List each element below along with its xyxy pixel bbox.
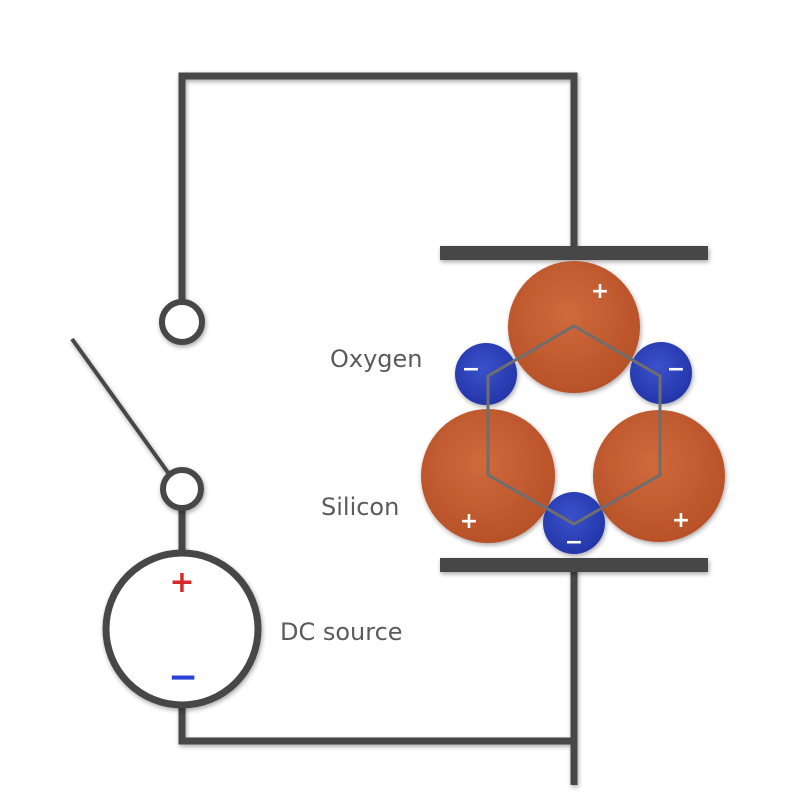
oxygen-bottom-minus: − (565, 530, 583, 555)
switch-bottom-terminal (160, 467, 204, 511)
dc-source-label: DC source (280, 618, 403, 646)
silicon-top-plus: + (591, 279, 609, 304)
dc-source-plus-sign: + (169, 565, 194, 600)
silicon-right-plus: + (672, 508, 690, 533)
dc-source-minus-sign: − (168, 657, 198, 698)
bond-hexagon (486, 324, 662, 526)
oxygen-atom-left (455, 343, 517, 405)
switch-lever (70, 337, 171, 476)
oxygen-left-minus: − (462, 357, 480, 382)
silicon-left-plus: + (460, 509, 478, 534)
oxygen-atom-right (630, 342, 692, 404)
dc-source-circle (102, 549, 262, 709)
switch (70, 299, 205, 511)
upper-plate (440, 246, 708, 260)
atom-charges: + + + − − − (460, 279, 690, 555)
silicon-label: Silicon (321, 493, 399, 521)
bottom-wire (178, 706, 574, 745)
oxygen-label: Oxygen (330, 345, 423, 373)
capacitor-plates (440, 246, 708, 572)
top-wire (178, 72, 578, 300)
switch-top-terminal (159, 299, 205, 345)
circuit-wires (178, 72, 578, 785)
dc-source: + − (102, 549, 262, 709)
oxygen-right-minus: − (667, 357, 685, 382)
lower-plate (440, 558, 708, 572)
